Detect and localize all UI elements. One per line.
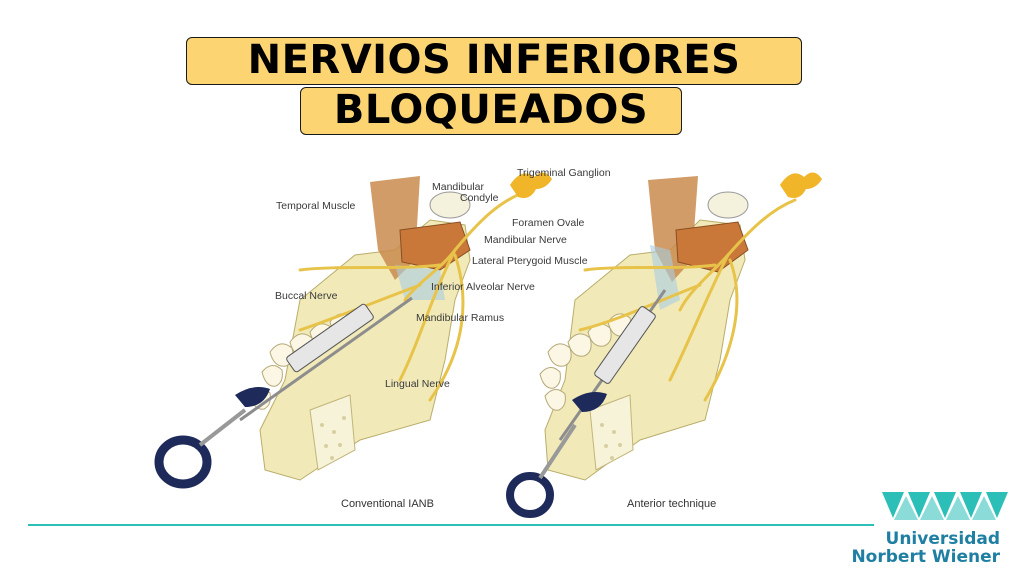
title-line-1: NERVIOS INFERIORES xyxy=(186,37,802,85)
logo-text-line-1: Universidad xyxy=(885,529,1000,549)
nerves-right xyxy=(578,198,797,402)
footer-divider xyxy=(28,524,874,526)
labels-left: Trigeminal Ganglion Mandibular Condyle T… xyxy=(275,167,611,510)
label-temporal-muscle: Temporal Muscle xyxy=(276,200,356,212)
label-mandibular-condyle-2: Condyle xyxy=(460,192,499,204)
label-trigeminal-ganglion: Trigeminal Ganglion xyxy=(517,167,611,179)
label-mandibular-ramus: Mandibular Ramus xyxy=(416,312,504,324)
label-lingual-nerve: Lingual Nerve xyxy=(385,378,450,390)
condyle-left xyxy=(429,191,471,219)
label-inferior-alveolar: Inferior Alveolar Nerve xyxy=(431,281,535,293)
conventional-ianb-illustration xyxy=(154,172,552,489)
syringe-left xyxy=(154,296,413,489)
logo-text-line-2: Norbert Wiener xyxy=(851,547,1000,567)
syringe-right xyxy=(506,289,667,518)
trigeminal-ganglion-left xyxy=(510,172,552,198)
teeth-right xyxy=(539,313,632,411)
label-mandibular-condyle-1: Mandibular xyxy=(432,181,484,193)
bone-section-right xyxy=(589,394,634,471)
label-lateral-pterygoid: Lateral Pterygoid Muscle xyxy=(472,255,588,267)
label-mandibular-nerve: Mandibular Nerve xyxy=(484,234,567,246)
anterior-technique-illustration: Anterior technique xyxy=(506,172,822,518)
caption-conventional: Conventional IANB xyxy=(341,498,434,510)
logo-mark-icon xyxy=(882,492,1008,520)
university-logo: Universidad Norbert Wiener xyxy=(842,488,1014,568)
condyle-right xyxy=(707,191,749,219)
label-foramen-ovale: Foramen Ovale xyxy=(512,217,585,229)
trigeminal-ganglion-right xyxy=(780,172,822,198)
label-buccal-nerve: Buccal Nerve xyxy=(275,290,338,302)
title-line-2: BLOQUEADOS xyxy=(300,87,682,135)
caption-anterior: Anterior technique xyxy=(627,498,716,510)
